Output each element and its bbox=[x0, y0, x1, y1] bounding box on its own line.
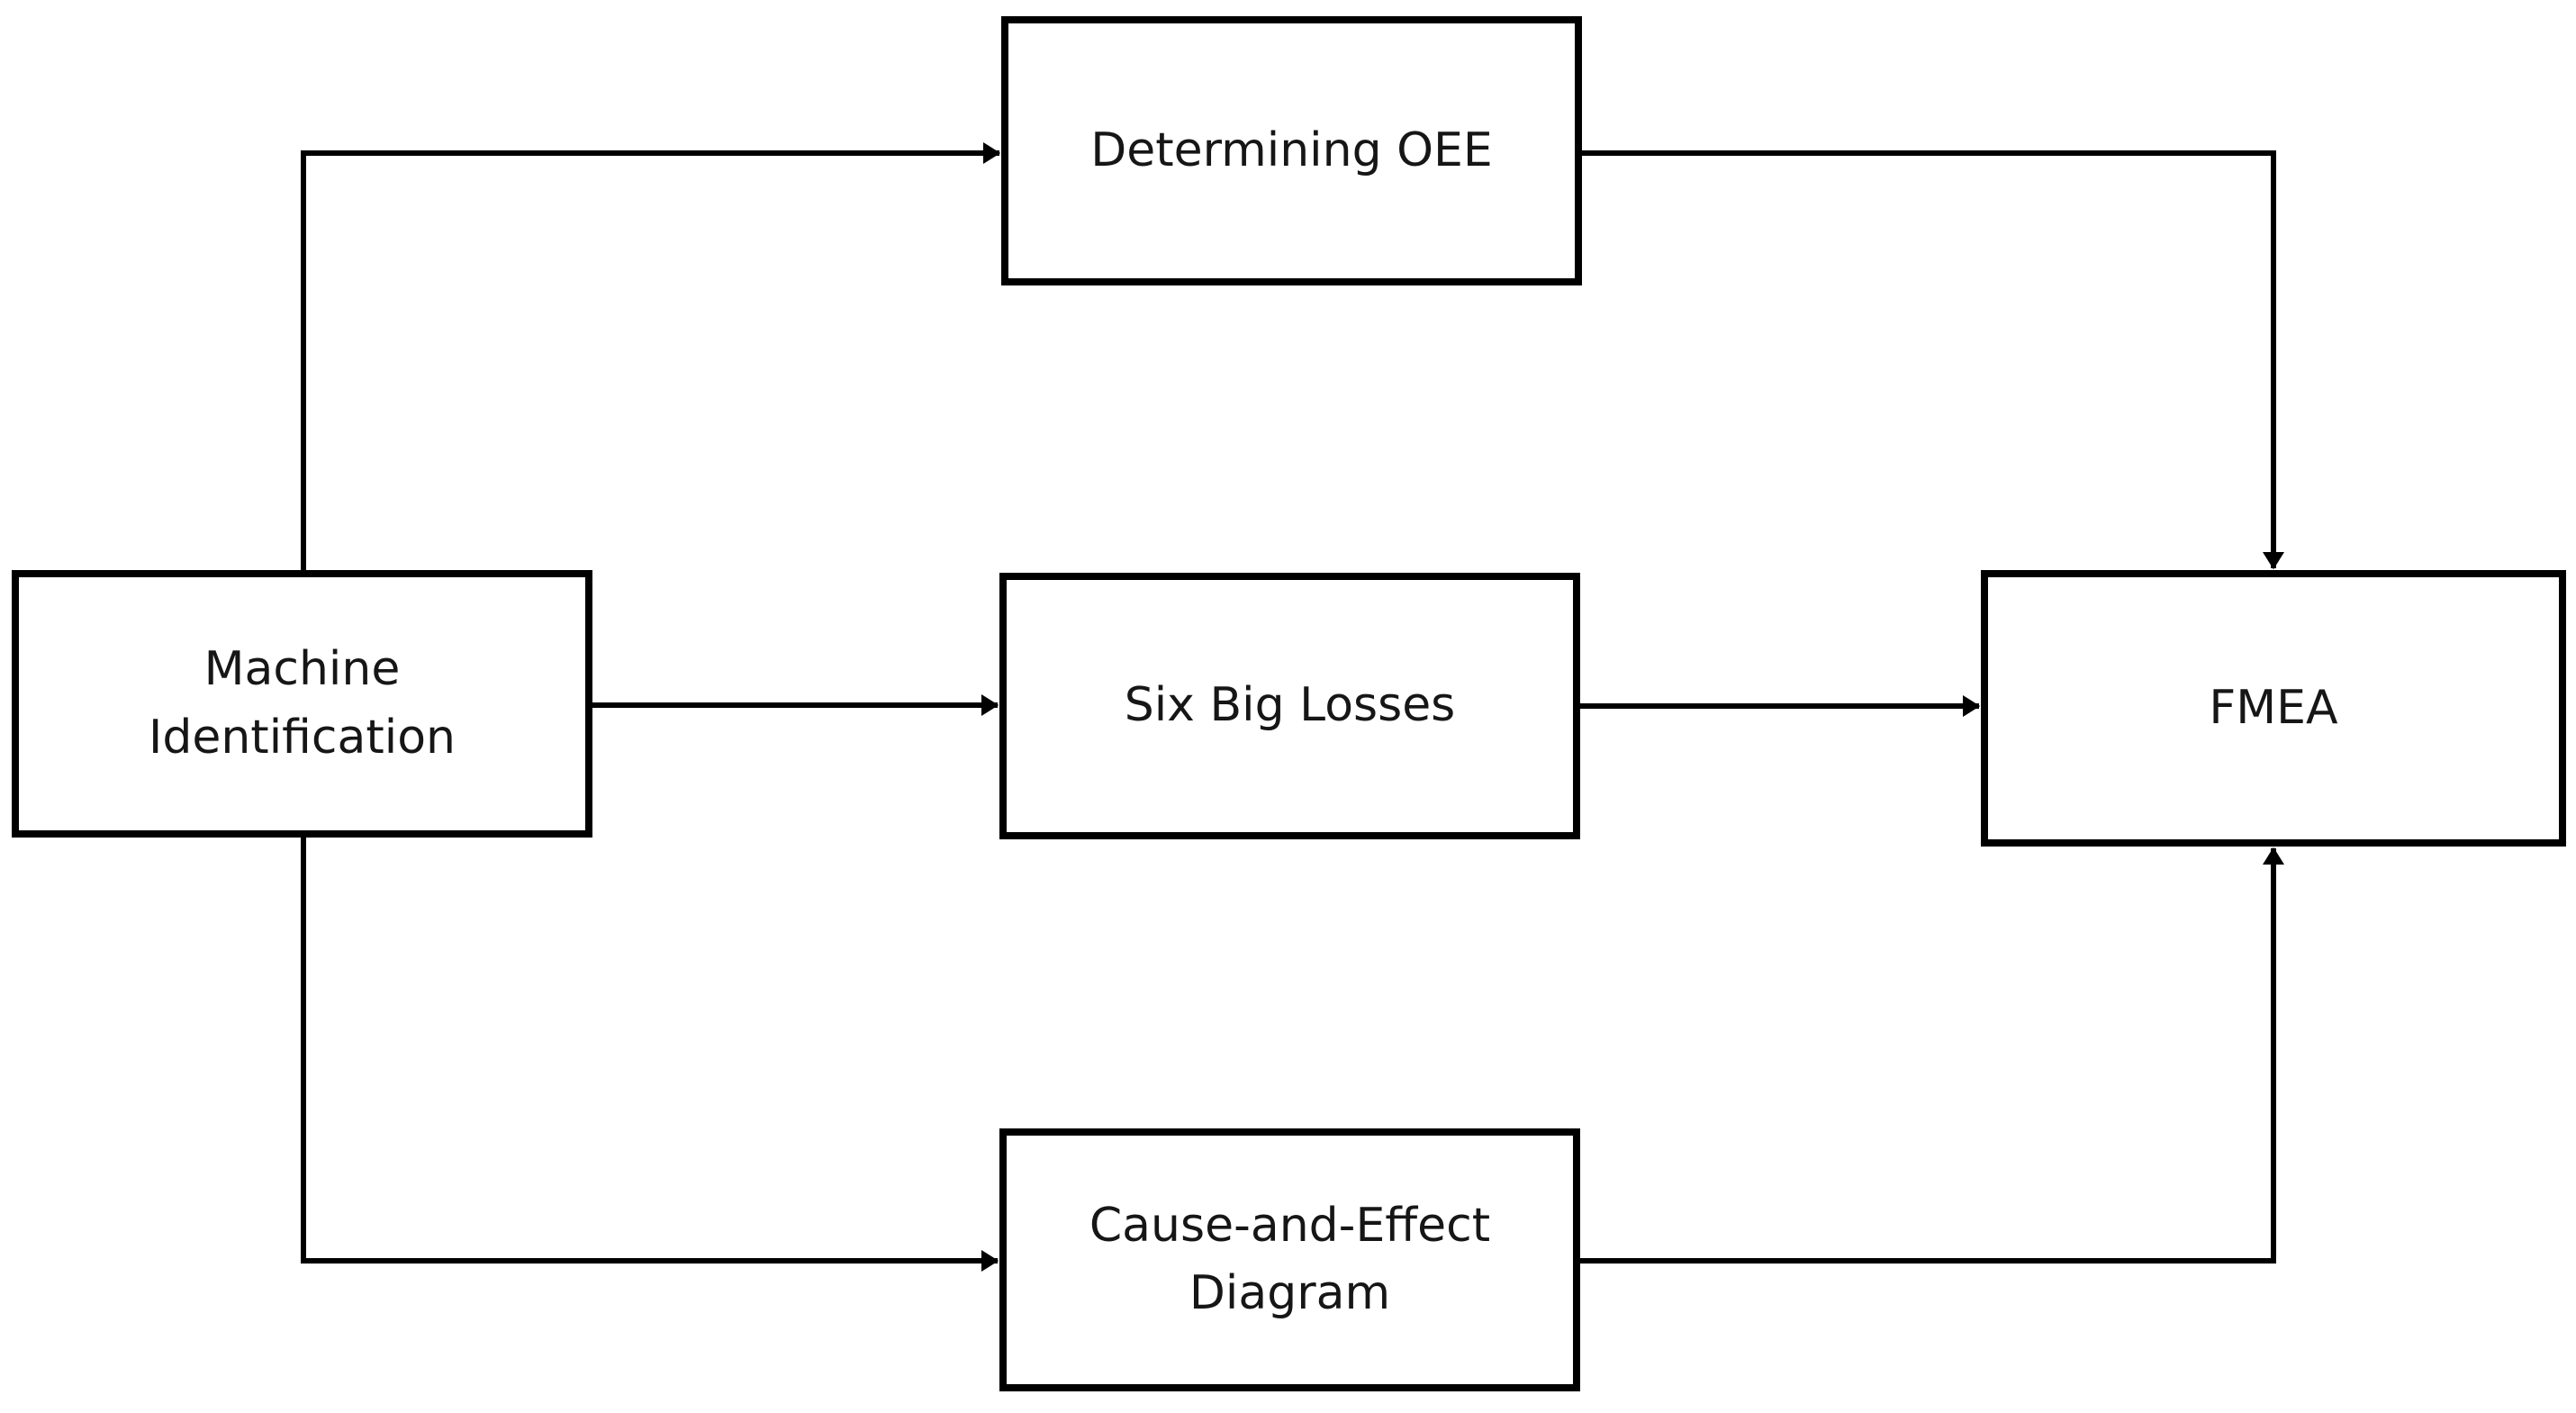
node-machine-identification-label: Machine Identification bbox=[149, 642, 456, 765]
node-fmea: FMEA bbox=[1981, 570, 2566, 847]
node-six-big-losses-label: Six Big Losses bbox=[1124, 678, 1456, 733]
node-fmea-label: FMEA bbox=[2209, 680, 2338, 735]
edge-machine-identification-to-cause-and-effect-diagram bbox=[301, 832, 999, 1272]
edge-machine-identification-to-determining-oee bbox=[301, 142, 1001, 576]
node-machine-identification: Machine Identification bbox=[12, 570, 592, 838]
node-six-big-losses: Six Big Losses bbox=[999, 573, 1580, 839]
edge-cause-and-effect-diagram-to-fmea bbox=[1577, 847, 2284, 1264]
node-cause-and-effect-diagram-label: Cause-and-Effect Diagram bbox=[1089, 1198, 1491, 1320]
node-determining-oee: Determining OEE bbox=[1001, 16, 1582, 285]
node-cause-and-effect-diagram: Cause-and-Effect Diagram bbox=[999, 1128, 1580, 1391]
edge-determining-oee-to-fmea bbox=[1578, 150, 2284, 570]
node-determining-oee-label: Determining OEE bbox=[1090, 122, 1493, 177]
